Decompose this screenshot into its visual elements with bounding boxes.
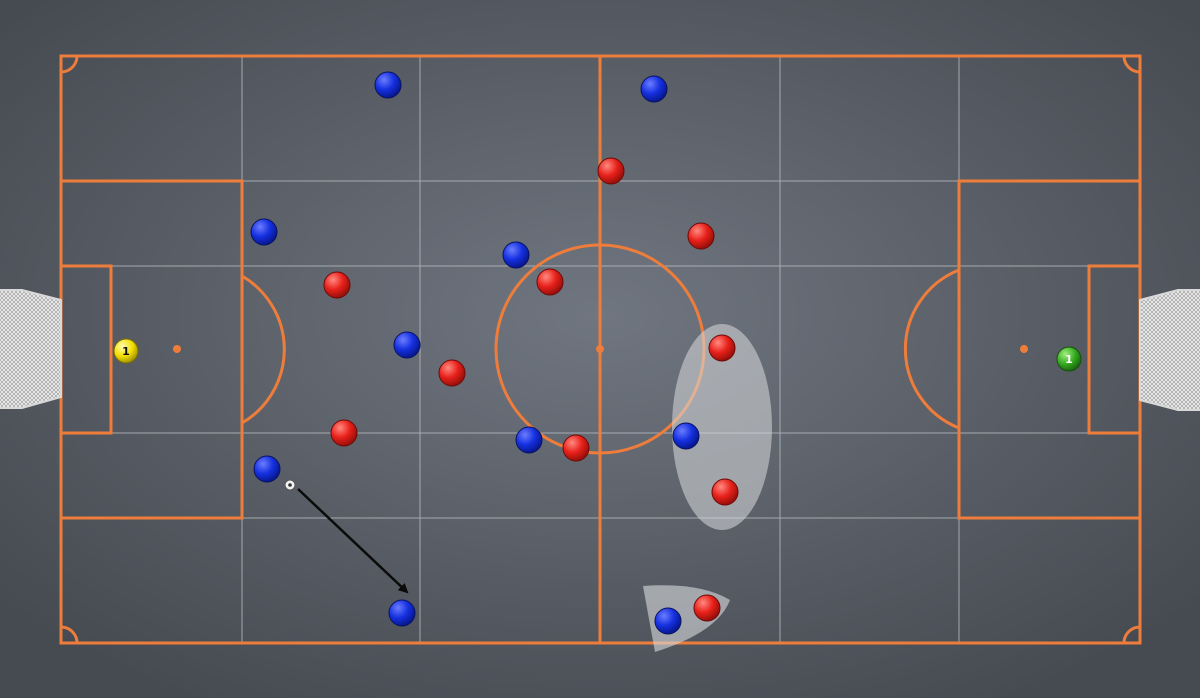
blue-player[interactable] (250, 218, 278, 246)
goalkeeper-left[interactable]: 1 (113, 338, 139, 364)
blue-player[interactable] (515, 426, 543, 454)
left-penalty-arc (241, 274, 286, 425)
blue-player[interactable] (374, 71, 402, 99)
pass-arrow-icon[interactable] (297, 488, 409, 594)
left-goal (0, 289, 62, 409)
left-penalty-spot (173, 345, 181, 353)
blue-player[interactable] (654, 607, 682, 635)
red-player[interactable] (562, 434, 590, 462)
red-player[interactable] (708, 334, 736, 362)
red-player[interactable] (330, 419, 358, 447)
right-penalty-spot (1020, 345, 1028, 353)
blue-player[interactable] (388, 599, 416, 627)
red-player[interactable] (687, 222, 715, 250)
blue-player[interactable] (253, 455, 281, 483)
blue-player[interactable] (640, 75, 668, 103)
corner-arc-bottom-left (60, 625, 79, 644)
blue-player[interactable] (502, 241, 530, 269)
center-spot (596, 345, 604, 353)
goalkeeper-right[interactable]: 1 (1056, 346, 1082, 372)
blue-team (250, 71, 700, 635)
right-penalty-arc (903, 268, 960, 430)
right-goal (1139, 289, 1200, 411)
goalkeeper-right-number: 1 (1065, 353, 1073, 366)
blue-player[interactable] (393, 331, 421, 359)
red-player[interactable] (536, 268, 564, 296)
red-player[interactable] (597, 157, 625, 185)
red-player[interactable] (438, 359, 466, 387)
red-player[interactable] (693, 594, 721, 622)
highlight-zone-ellipse[interactable] (672, 324, 772, 530)
goalkeeper-left-number: 1 (122, 345, 130, 358)
red-player[interactable] (711, 478, 739, 506)
red-team (323, 157, 739, 622)
blue-player[interactable] (672, 422, 700, 450)
soccer-ball-icon[interactable] (284, 479, 296, 491)
corner-arc-top-left (60, 55, 79, 74)
corner-arc-bottom-right (1122, 625, 1141, 644)
red-player[interactable] (323, 271, 351, 299)
corner-arc-top-right (1122, 55, 1141, 74)
